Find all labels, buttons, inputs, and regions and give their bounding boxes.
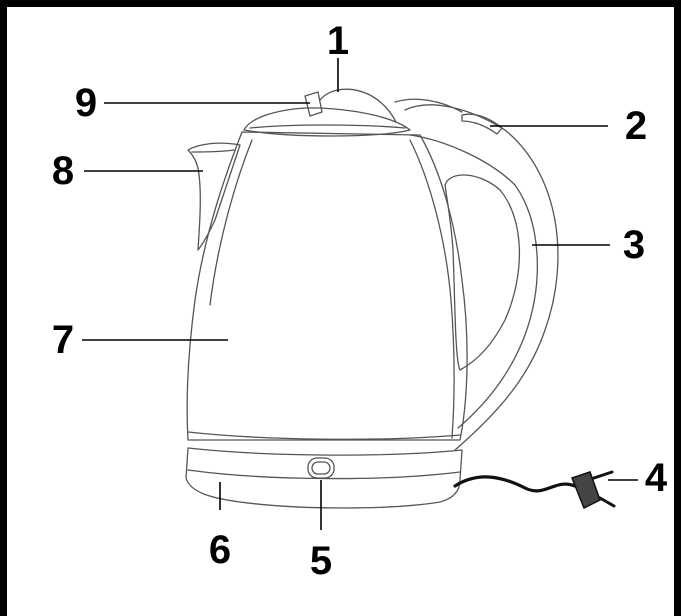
spout-outline xyxy=(187,142,241,251)
label-1: 1 xyxy=(327,19,349,63)
lid-dome xyxy=(319,88,397,123)
spout-inner xyxy=(191,149,235,153)
label-9: 9 xyxy=(75,81,97,125)
base-indicator-shape xyxy=(307,457,335,479)
label-3: 3 xyxy=(623,223,645,267)
body-left-shade xyxy=(209,139,253,306)
power-base-outline xyxy=(185,447,463,509)
switch-outline xyxy=(461,113,503,135)
handle-inner-outline xyxy=(444,174,521,371)
lower-band-bottom xyxy=(187,447,463,456)
lid-outline xyxy=(243,107,411,137)
label-4: 4 xyxy=(645,456,668,500)
plug-shape xyxy=(571,471,601,510)
label-7: 7 xyxy=(52,318,74,362)
label-8: 8 xyxy=(52,149,74,193)
body-right-shade xyxy=(409,139,455,439)
handle-edge-outline xyxy=(409,134,538,429)
base-indicator-inner xyxy=(311,461,331,475)
lower-band-top xyxy=(187,431,461,440)
lid-knob-outline xyxy=(304,91,323,117)
label-6: 6 xyxy=(209,528,231,572)
handle-outline xyxy=(404,104,559,451)
handle-top-outline xyxy=(394,98,463,113)
label-2: 2 xyxy=(625,104,647,148)
label-5: 5 xyxy=(310,539,332,583)
power-cord xyxy=(453,475,577,493)
lid-rim xyxy=(249,124,406,129)
plug-prongs xyxy=(592,470,616,508)
